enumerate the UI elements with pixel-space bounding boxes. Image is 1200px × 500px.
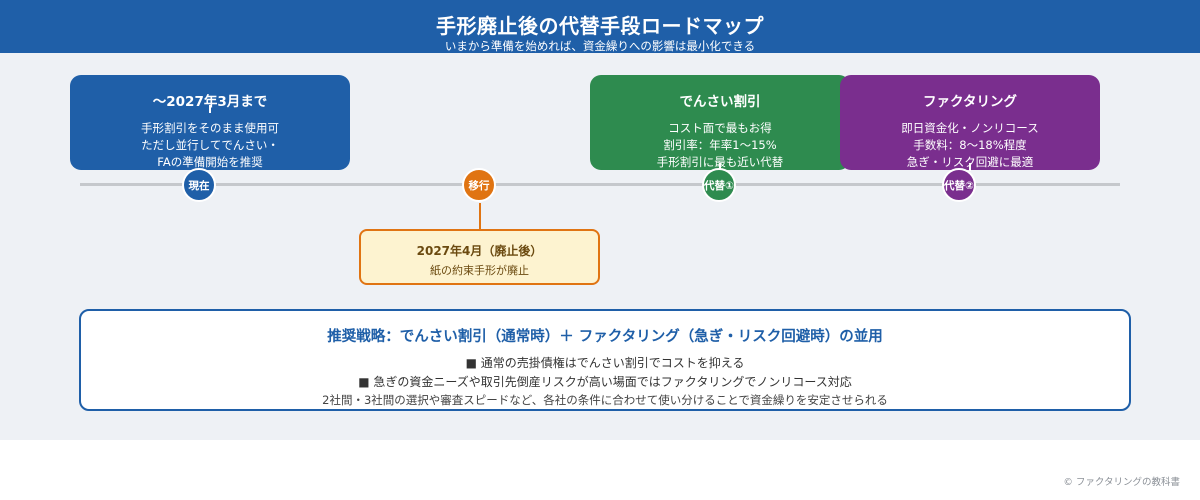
milestone-marker-alt1: 代替① — [702, 168, 736, 202]
connector-line — [969, 163, 971, 171]
milestone-card-title: でんさい割引 — [679, 94, 761, 110]
transition-description: 紙の約束手形が廃止 — [430, 264, 529, 277]
roadmap-canvas: 〜2027年3月まで 手形割引をそのまま使用可 ただし並行してでんさい・ FAの… — [0, 53, 1200, 488]
milestone-marker-alt2: 代替② — [942, 168, 976, 202]
strategy-bullet: ■ 急ぎの資金ニーズや取引先倒産リスクが高い場面ではファクタリングでノンリコース… — [358, 375, 852, 389]
timeline-line — [80, 183, 1120, 186]
milestone-card-line: コスト面で最もお得 — [668, 121, 772, 135]
milestone-card-current: 〜2027年3月まで 手形割引をそのまま使用可 ただし並行してでんさい・ FAの… — [70, 75, 350, 170]
milestone-card-line: 即日資金化・ノンリコース — [901, 121, 1039, 135]
milestone-card-line: 手形割引をそのまま使用可 — [141, 121, 279, 135]
milestone-card-title: ファクタリング — [923, 94, 1017, 110]
page-title: 手形廃止後の代替手段ロードマップ — [436, 14, 764, 38]
copyright-footer: © ファクタリングの教科書 — [1063, 477, 1180, 488]
connector-line — [719, 163, 721, 171]
milestone-card-line: ただし並行してでんさい・ — [141, 138, 279, 152]
strategy-title: 推奨戦略：でんさい割引（通常時）＋ ファクタリング（急ぎ・リスク回避時）の並用 — [327, 329, 883, 345]
milestone-card-line: 割引率：年率1〜15% — [663, 138, 777, 152]
strategy-box: 推奨戦略：でんさい割引（通常時）＋ ファクタリング（急ぎ・リスク回避時）の並用 … — [79, 309, 1131, 411]
milestone-marker-current: 現在 — [182, 168, 216, 202]
transition-title: 2027年4月（廃止後） — [416, 244, 543, 258]
milestone-card-transition: 2027年4月（廃止後） 紙の約束手形が廃止 — [359, 229, 600, 285]
strategy-bullet: ■ 通常の売掛債権はでんさい割引でコストを抑える — [465, 356, 745, 370]
milestone-card-densai: でんさい割引 コスト面で最もお得 割引率：年率1〜15% 手形割引に最も近い代替 — [590, 75, 850, 170]
milestone-card-line: 手数料：8〜18%程度 — [913, 138, 1027, 152]
milestone-marker-transition: 移行 — [462, 168, 496, 202]
milestone-card-factoring: ファクタリング 即日資金化・ノンリコース 手数料：8〜18%程度 急ぎ・リスク回… — [840, 75, 1100, 170]
strategy-note: 2社間・3社間の選択や審査スピードなど、各社の条件に合わせて使い分けることで資金… — [322, 393, 888, 407]
transition-stem — [479, 203, 481, 229]
header-banner: 手形廃止後の代替手段ロードマップ いまから準備を始めれば、資金繰りへの影響は最小… — [0, 0, 1200, 53]
page-subtitle: いまから準備を始めれば、資金繰りへの影響は最小化できる — [444, 39, 756, 53]
milestone-card-line: 急ぎ・リスク回避に最適 — [906, 155, 1034, 169]
milestone-card-line: 手形割引に最も近い代替 — [656, 155, 784, 169]
connector-line — [209, 105, 211, 113]
milestone-card-title: 〜2027年3月まで — [152, 94, 268, 110]
milestone-card-line: FAの準備開始を推奨 — [157, 155, 263, 169]
